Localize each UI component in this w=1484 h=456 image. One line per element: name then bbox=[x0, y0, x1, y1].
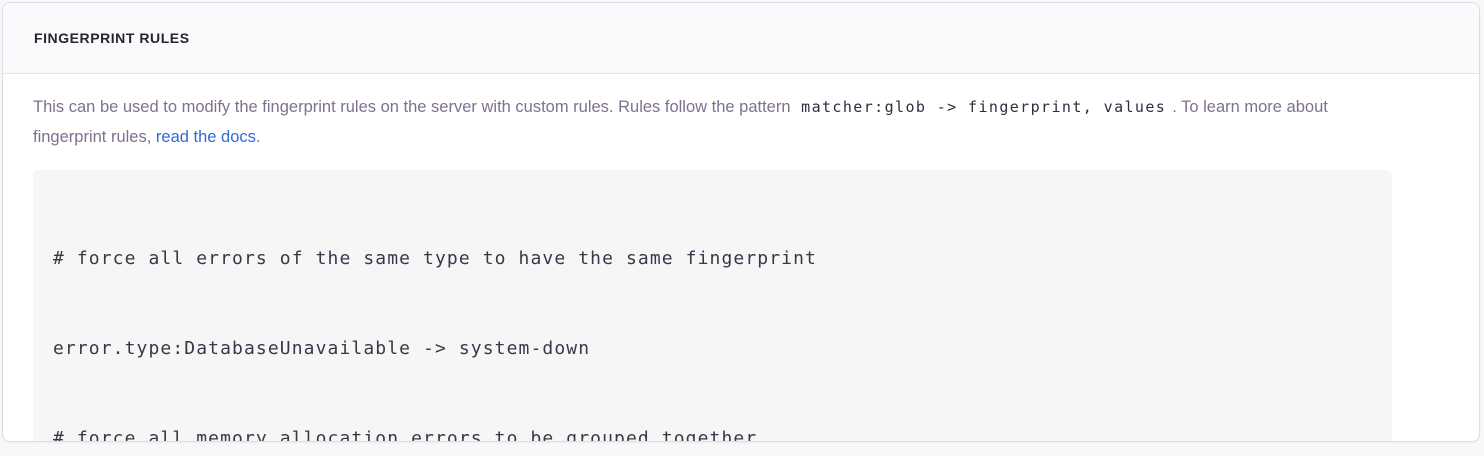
fingerprint-rules-example-block: # force all errors of the same type to h… bbox=[33, 170, 1392, 442]
example-line: # force all memory allocation errors to … bbox=[53, 428, 758, 442]
pattern-inline-code: matcher:glob -> fingerprint, values bbox=[801, 98, 1167, 116]
description-text-after-link: . bbox=[255, 128, 261, 146]
read-the-docs-link[interactable]: read the docs bbox=[155, 128, 256, 146]
panel-title: FINGERPRINT RULES bbox=[34, 30, 190, 46]
example-line: error.type:DatabaseUnavailable -> system… bbox=[53, 338, 591, 359]
description-text-before-pattern: This can be used to modify the fingerpri… bbox=[33, 98, 791, 116]
panel-body: This can be used to modify the fingerpri… bbox=[3, 74, 1479, 442]
example-line: # force all errors of the same type to h… bbox=[53, 248, 817, 269]
description-text-after-pattern: . To learn more about fingerprint rules, bbox=[33, 98, 1328, 146]
panel-description: This can be used to modify the fingerpri… bbox=[33, 92, 1345, 152]
panel-header: FINGERPRINT RULES bbox=[3, 3, 1479, 74]
fingerprint-rules-panel: FINGERPRINT RULES This can be used to mo… bbox=[2, 2, 1480, 442]
